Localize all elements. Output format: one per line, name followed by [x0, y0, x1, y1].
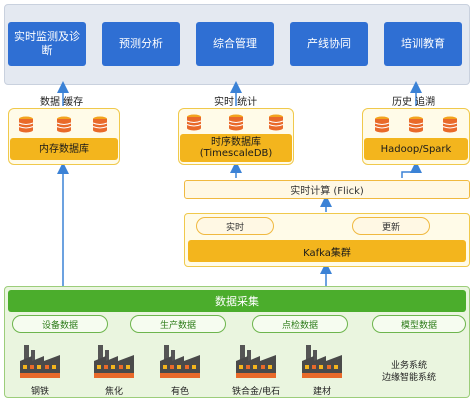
database-icon: [18, 116, 34, 133]
business-system-label: 业务系统: [390, 361, 427, 371]
database-icon: [92, 116, 108, 133]
data-collection-title: 数据采集: [8, 290, 466, 312]
memory-caption: 数据 缓存: [40, 97, 84, 108]
edge-intelligence-label: 边缘智能系统: [381, 373, 436, 383]
kafka-cluster: Kafka集群: [188, 240, 466, 262]
database-icon: [268, 114, 284, 131]
factory-icon: [236, 345, 276, 378]
database-icon: [228, 114, 244, 131]
realtime-compute: 实时计算 (Flick): [184, 180, 470, 199]
factory-icon: [94, 345, 134, 378]
category-equipment-data: 设备数据: [12, 315, 108, 333]
industry-building-materials: 建材: [312, 387, 331, 397]
app-integrated-management: 综合管理: [196, 22, 274, 66]
history-store-label: Hadoop/Spark: [364, 138, 468, 160]
kafka-update-pill: 更新: [352, 217, 430, 235]
category-inspection-data: 点检数据: [252, 315, 348, 333]
timeseries-caption: 实时 统计: [214, 97, 258, 108]
app-predictive-analysis: 预测分析: [102, 22, 180, 66]
arrow-compute-to-history: [401, 161, 422, 178]
factory-icon: [20, 345, 60, 378]
factory-icon: [302, 345, 342, 378]
memory-db-label: 内存数据库: [10, 138, 118, 160]
industry-ferroalloy: 铁合金/电石: [231, 387, 281, 397]
timeseries-db-label-line2: (TimescaleDB): [199, 148, 273, 159]
app-line-coordination: 产线协同: [290, 22, 368, 66]
industry-coking: 焦化: [104, 387, 123, 397]
history-caption: 历史 追溯: [392, 97, 436, 108]
edge-systems-label: 业务系统 边缘智能系统: [364, 360, 454, 384]
timeseries-db-label: 时序数据库 (TimescaleDB): [180, 134, 292, 162]
database-icon: [374, 116, 390, 133]
app-training-education: 培训教育: [384, 22, 462, 66]
factory-icon: [160, 345, 200, 378]
industry-nonferrous: 有色: [170, 387, 189, 397]
database-icon: [56, 116, 72, 133]
category-production-data: 生产数据: [130, 315, 226, 333]
timeseries-db-label-line1: 时序数据库: [211, 137, 261, 148]
database-icon: [442, 116, 458, 133]
kafka-realtime-pill: 实时: [196, 217, 274, 235]
database-icon: [186, 114, 202, 131]
app-realtime-monitoring: 实时监测及诊断: [8, 22, 86, 66]
category-model-data: 模型数据: [372, 315, 466, 333]
database-icon: [408, 116, 424, 133]
industry-steel: 钢铁: [30, 387, 49, 397]
